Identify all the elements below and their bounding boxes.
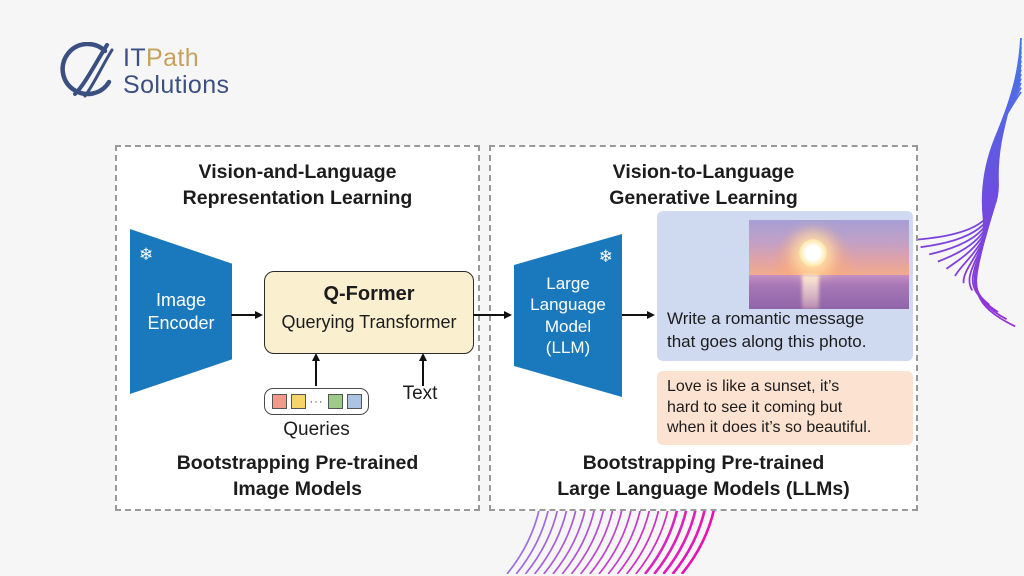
right-title-line2: Generative Learning xyxy=(609,187,798,209)
right-panel-caption: Bootstrapping Pre-trained Large Language… xyxy=(557,452,850,500)
query-token-blue xyxy=(346,394,362,409)
decorative-wave-right xyxy=(911,37,1022,328)
llm-to-output-arrow-icon xyxy=(622,311,655,319)
snowflake-icon: ❄ xyxy=(598,247,613,266)
logo-solutions: Solutions xyxy=(123,71,230,99)
sunset-photo xyxy=(749,220,909,309)
qformer-block: Q-Former Querying Transformer xyxy=(264,271,474,354)
llm-label: Large Language Model (LLM) xyxy=(530,273,606,358)
prompt-text: Write a romantic message that goes along… xyxy=(667,309,867,351)
right-title-line1: Vision-to-Language xyxy=(612,161,795,183)
snowflake-icon: ❄ xyxy=(139,245,154,264)
encoder-to-qformer-arrow-icon xyxy=(231,311,263,319)
qformer-title: Q-Former xyxy=(323,283,415,305)
logo-path: Path xyxy=(146,44,200,72)
queries-tokens: ··· xyxy=(264,388,369,415)
logo-it: IT xyxy=(123,44,147,72)
left-panel: Vision-and-Language Representation Learn… xyxy=(115,145,480,511)
qformer-subtitle: Querying Transformer xyxy=(281,312,457,332)
llm-block: ❄ Large Language Model (LLM) xyxy=(514,234,622,397)
queries-arrow-up-icon xyxy=(312,353,320,386)
image-encoder-block: ❄ Image Encoder xyxy=(130,229,232,394)
ellipsis-icon: ··· xyxy=(309,395,324,408)
image-encoder-label: Image Encoder xyxy=(147,289,215,333)
sun-icon xyxy=(798,238,827,267)
text-label: Text xyxy=(402,383,438,404)
response-box: Love is like a sunset, it’s hard to see … xyxy=(657,371,913,445)
right-panel-title: Vision-to-Language Generative Learning xyxy=(491,159,916,211)
left-title-line1: Vision-and-Language xyxy=(198,161,397,183)
qformer-to-llm-arrow-icon xyxy=(473,311,512,319)
left-panel-caption: Bootstrapping Pre-trained Image Models xyxy=(176,452,419,500)
text-arrow-up-icon xyxy=(419,353,427,386)
itpath-logo-icon xyxy=(60,42,114,98)
query-token-yellow xyxy=(290,394,306,409)
right-panel: Vision-to-Language Generative Learning ❄… xyxy=(489,145,918,511)
left-panel-title: Vision-and-Language Representation Learn… xyxy=(117,159,478,211)
left-title-line2: Representation Learning xyxy=(182,187,413,209)
query-token-red xyxy=(271,394,287,409)
prompt-box: Write a romantic message that goes along… xyxy=(657,211,913,361)
queries-label: Queries xyxy=(283,419,350,440)
query-token-green xyxy=(327,394,343,409)
decorative-lines-bottom xyxy=(506,506,717,574)
